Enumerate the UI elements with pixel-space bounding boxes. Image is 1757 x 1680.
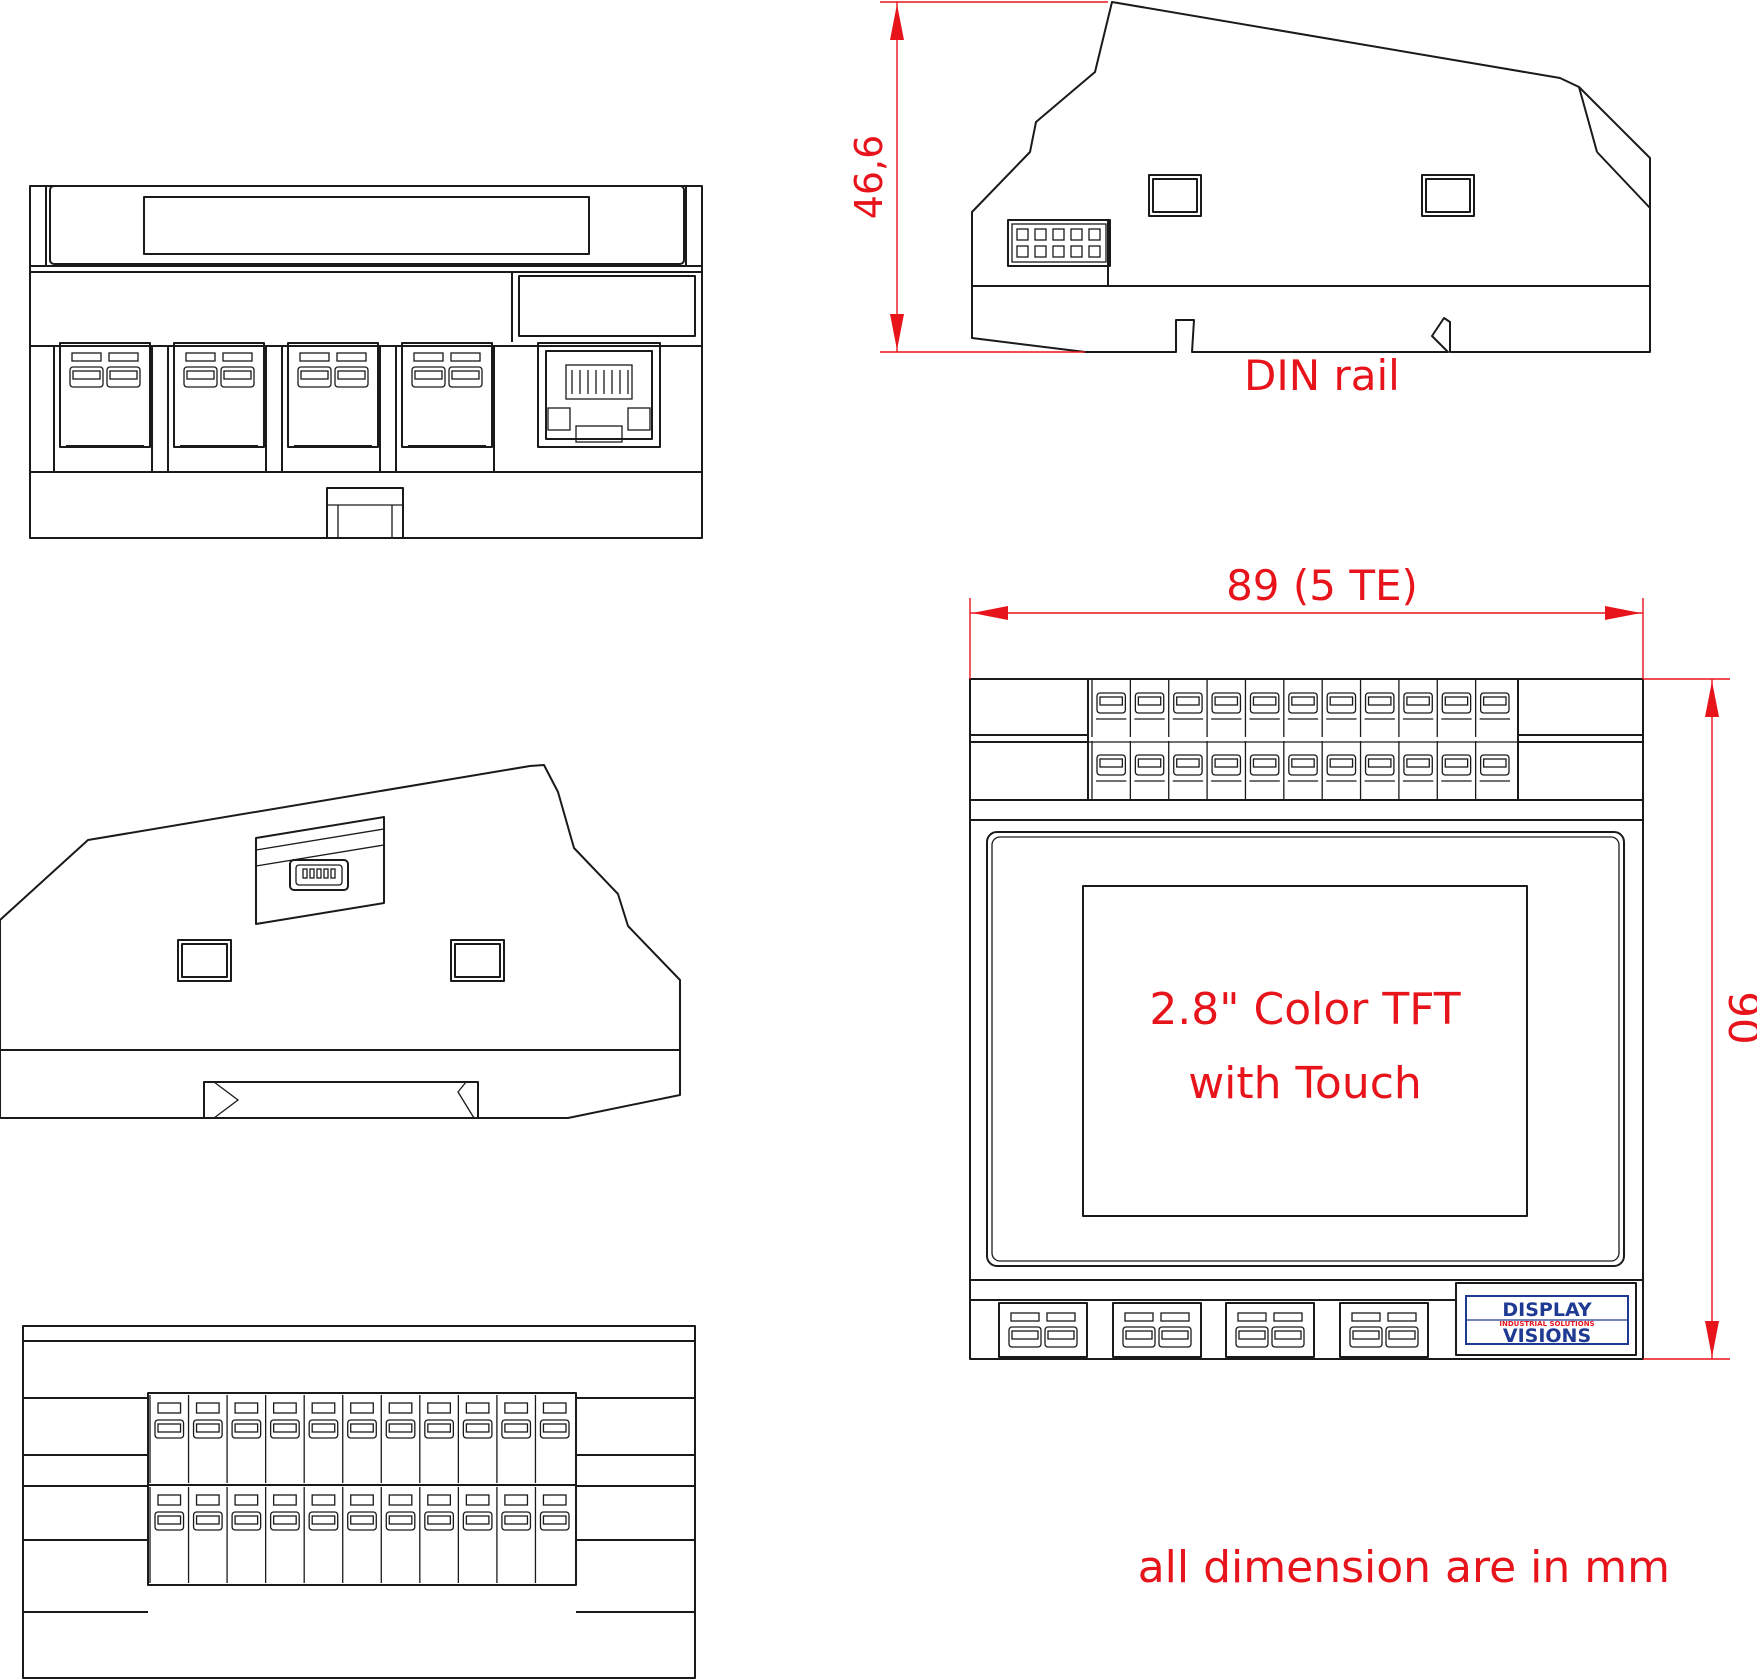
terminal-pin <box>187 1487 223 1583</box>
terminal-block <box>59 342 151 448</box>
display-label-line1: 2.8" Color TFT <box>1149 984 1460 1035</box>
terminal-pin <box>1436 741 1472 799</box>
terminal-pin <box>1321 741 1357 799</box>
terminal-pin <box>1168 741 1204 799</box>
dimension-depth: 90 <box>1643 678 1757 1360</box>
terminal-pin <box>149 1395 185 1483</box>
terminal-pin <box>303 1487 339 1583</box>
terminal-pin <box>226 1487 262 1583</box>
terminal-pin <box>496 1395 532 1483</box>
terminal-pin <box>457 1395 493 1483</box>
terminal-pin <box>226 1395 262 1483</box>
terminal-block <box>173 342 265 448</box>
terminal-pin <box>534 1487 570 1583</box>
terminal-pin <box>1474 679 1510 737</box>
terminal-pin <box>1359 679 1395 737</box>
terminal-pin <box>1283 741 1319 799</box>
dimension-height: 46,6 <box>847 1 1108 353</box>
terminal-pin <box>534 1395 570 1483</box>
terminal-pin <box>457 1487 493 1583</box>
terminal-pin <box>419 1395 455 1483</box>
terminal-block <box>401 342 493 448</box>
terminal-pin <box>187 1395 223 1483</box>
terminal-pin <box>342 1395 377 1483</box>
terminal-pin <box>1206 679 1242 737</box>
display-label-line2: with Touch <box>1188 1058 1422 1109</box>
view-bottom-connectors <box>29 185 703 539</box>
logo-tagline: INDUSTRIAL SOLUTIONS <box>1499 1320 1594 1328</box>
dimension-width: 89 (5 TE) <box>969 561 1644 679</box>
terminal-pin <box>1359 741 1395 799</box>
units-note: all dimension are in mm <box>1138 1542 1670 1593</box>
terminal-pin <box>1168 679 1204 737</box>
terminal-pin <box>303 1395 339 1483</box>
terminal-block <box>1112 1302 1202 1358</box>
terminal-pin <box>342 1487 377 1583</box>
terminal-block <box>1225 1302 1315 1358</box>
terminal-block <box>287 342 379 448</box>
terminal-pin <box>496 1487 532 1583</box>
terminal-pin <box>1398 741 1434 799</box>
terminal-pin <box>1283 679 1319 737</box>
view-top-terminals <box>22 1325 696 1679</box>
terminal-block <box>1339 1302 1429 1358</box>
terminal-pin <box>380 1395 416 1483</box>
view-front: 2.8" Color TFT with Touch DISPLAY INDUST… <box>969 678 1644 1360</box>
terminal-pin <box>1091 741 1127 799</box>
terminal-pin <box>1129 679 1165 737</box>
terminal-pin <box>1244 679 1280 737</box>
din-rail-label: DIN rail <box>1244 351 1400 400</box>
terminal-pin <box>1398 679 1434 737</box>
terminal-pin <box>1436 679 1472 737</box>
terminal-pin <box>1206 741 1242 799</box>
logo-word-top: DISPLAY <box>1502 1299 1591 1321</box>
display-visions-logo: DISPLAY INDUSTRIAL SOLUTIONS VISIONS <box>1455 1282 1637 1356</box>
terminal-pin <box>1474 741 1510 799</box>
terminal-pin <box>380 1487 416 1583</box>
depth-dimension-label: 90 <box>1719 991 1757 1044</box>
terminal-pin <box>1244 741 1280 799</box>
height-dimension-label: 46,6 <box>847 135 891 220</box>
terminal-pin <box>419 1487 455 1583</box>
terminal-pin <box>1091 679 1127 737</box>
terminal-pin <box>264 1395 300 1483</box>
terminal-pin <box>149 1487 185 1583</box>
view-side-right <box>971 1 1651 353</box>
terminal-pin <box>1321 679 1357 737</box>
terminal-block <box>998 1302 1088 1358</box>
terminal-pin <box>1129 741 1165 799</box>
width-dimension-label: 89 (5 TE) <box>1226 561 1418 610</box>
view-side-left <box>0 764 681 1119</box>
logo-word-bottom: VISIONS <box>1503 1325 1591 1347</box>
terminal-pin <box>264 1487 300 1583</box>
